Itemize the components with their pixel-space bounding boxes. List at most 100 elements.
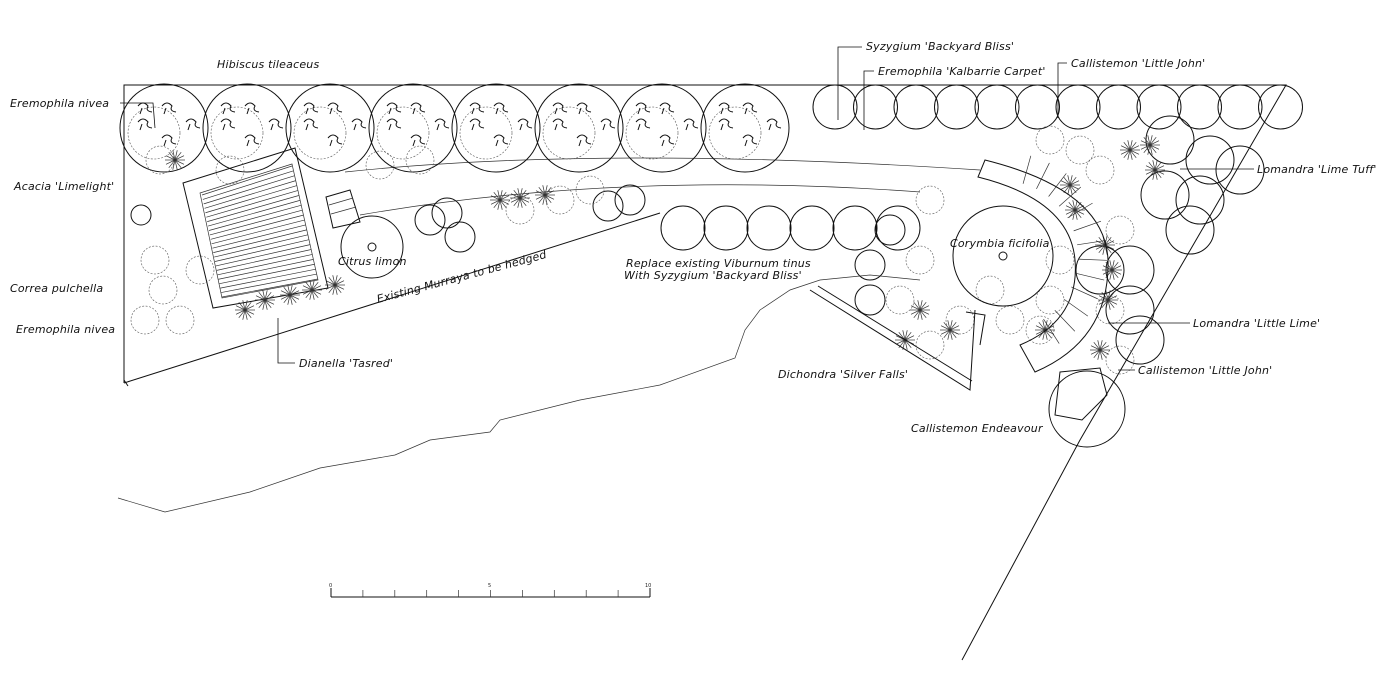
label-callistemon-little-john-bottom: Callistemon 'Little John' (1138, 364, 1272, 377)
shrub-symbol (165, 305, 195, 335)
lomandra-symbol (235, 300, 255, 320)
shrub-symbol (1035, 285, 1065, 315)
syzygium-shrub (444, 221, 476, 253)
label-with-syzygium: With Syzygium 'Backyard Bliss' (624, 269, 802, 282)
syzygium-shrub (875, 205, 921, 251)
shrub-symbol (505, 195, 535, 225)
deck (182, 147, 361, 309)
shrub-symbol (1095, 295, 1125, 325)
syzygium-shrub (1055, 84, 1101, 130)
shrub-symbol (1035, 125, 1065, 155)
lomandra-symbol (940, 320, 960, 340)
shrub-symbol (1105, 345, 1135, 375)
syzygium-shrub (1105, 285, 1155, 335)
plant-labels: Syzygium 'Backyard Bliss' Eremophila 'Ka… (10, 40, 1377, 435)
label-dichondra-silver-falls: Dichondra 'Silver Falls' (778, 368, 908, 381)
lomandra-symbol (535, 185, 555, 205)
syzygium-shrub (1185, 135, 1235, 185)
corymbia-tree (952, 205, 1054, 307)
label-hibiscus: Hibiscus tileaceus (217, 58, 319, 71)
label-correa-pulchella: Correa pulchella (10, 282, 103, 295)
syzygium-shrub (1075, 245, 1125, 295)
site-boundary (123, 84, 1287, 661)
lomandra-symbol (255, 290, 275, 310)
syzygium-shrub (592, 190, 624, 222)
syzygium-shrub (1217, 84, 1263, 130)
lomandra-symbol (1065, 200, 1085, 220)
retaining-wall (809, 285, 986, 391)
syzygium-shrub (854, 284, 886, 316)
shrub-symbol (365, 150, 395, 180)
syzygium-shrub (414, 204, 446, 236)
shrub-symbol (405, 145, 435, 175)
syzygium-shrub (614, 184, 646, 216)
hibiscus-tree (700, 83, 790, 173)
leader-lines (120, 46, 1254, 371)
hibiscus-tree-row (119, 83, 790, 173)
contour-line (117, 274, 921, 513)
scale-tick-5: 5 (488, 583, 491, 589)
syzygium-shrub (853, 84, 898, 130)
syzygium-shrub (1136, 84, 1182, 130)
planter-box (1048, 367, 1126, 448)
label-syzygium-backyard-bliss: Syzygium 'Backyard Bliss' (866, 40, 1014, 53)
lomandra-symbol (1140, 135, 1160, 155)
syzygium-shrub (1177, 84, 1222, 130)
label-callistemon-little-john-top: Callistemon 'Little John' (1071, 57, 1205, 70)
hibiscus-tree (534, 83, 624, 173)
lomandra-symbol (302, 280, 322, 300)
lomandra-symbol (510, 188, 530, 208)
scale-tick-10: 10 (645, 583, 651, 589)
hibiscus-tree (368, 83, 458, 173)
lomandra-symbol (490, 190, 510, 210)
scale-tick-0: 0 (329, 583, 332, 589)
syzygium-shrub (1015, 84, 1060, 130)
syzygium-shrub (789, 205, 835, 251)
label-acacia-limelight: Acacia 'Limelight' (13, 180, 114, 193)
syzygium-shrub (1165, 205, 1215, 255)
syzygium-shrub (832, 205, 878, 251)
shrub-symbol (975, 275, 1005, 305)
syzygium-top-row (812, 84, 1303, 365)
lomandra-symbol (910, 300, 930, 320)
label-lomandra-lime-tuff: Lomandra 'Lime Tuff' (1257, 163, 1377, 176)
shrub-symbol (905, 245, 935, 275)
shrub-symbols (130, 125, 1135, 375)
label-replace-viburnum: Replace existing Viburnum tinus (626, 257, 811, 270)
shrub-symbol (148, 275, 178, 305)
shrub-symbol (1085, 155, 1115, 185)
hibiscus-tree (451, 83, 541, 173)
scale-bar: 0 5 10 (329, 583, 651, 598)
citrus-tree (340, 215, 404, 279)
shrub-symbol (885, 285, 915, 315)
syzygium-shrub (854, 249, 886, 281)
shrub-symbol (995, 305, 1025, 335)
syzygium-shrub (1096, 84, 1141, 130)
label-lomandra-little-lime: Lomandra 'Little Lime' (1193, 317, 1320, 330)
shrub-symbol (185, 255, 215, 285)
label-citrus-limon: Citrus limon (338, 255, 407, 268)
label-callistemon-endeavour: Callistemon Endeavour (911, 422, 1044, 435)
shrub-symbol (140, 245, 170, 275)
shrub-symbol (215, 155, 245, 185)
syzygium-shrub (934, 84, 979, 130)
lomandra-symbol (1120, 140, 1140, 160)
syzygium-shrub (874, 214, 906, 246)
lomandra-symbol (165, 150, 185, 170)
shrub-symbol (1105, 215, 1135, 245)
hibiscus-tree (617, 83, 707, 173)
syzygium-shrub (1145, 115, 1195, 165)
lomandra-symbol (1095, 235, 1115, 255)
hibiscus-tree (285, 83, 375, 173)
hibiscus-tree (119, 83, 209, 173)
shrub-symbol (575, 175, 605, 205)
syzygium-shrub (431, 197, 463, 229)
shrub-symbol (915, 330, 945, 360)
syzygium-shrub (1115, 315, 1165, 365)
label-eremophila-nivea-top: Eremophila nivea (10, 97, 109, 110)
syzygium-shrub (1258, 84, 1303, 130)
lomandra-symbol (280, 285, 300, 305)
syzygium-shrub (1175, 175, 1225, 225)
lomandra-symbol (1035, 320, 1055, 340)
